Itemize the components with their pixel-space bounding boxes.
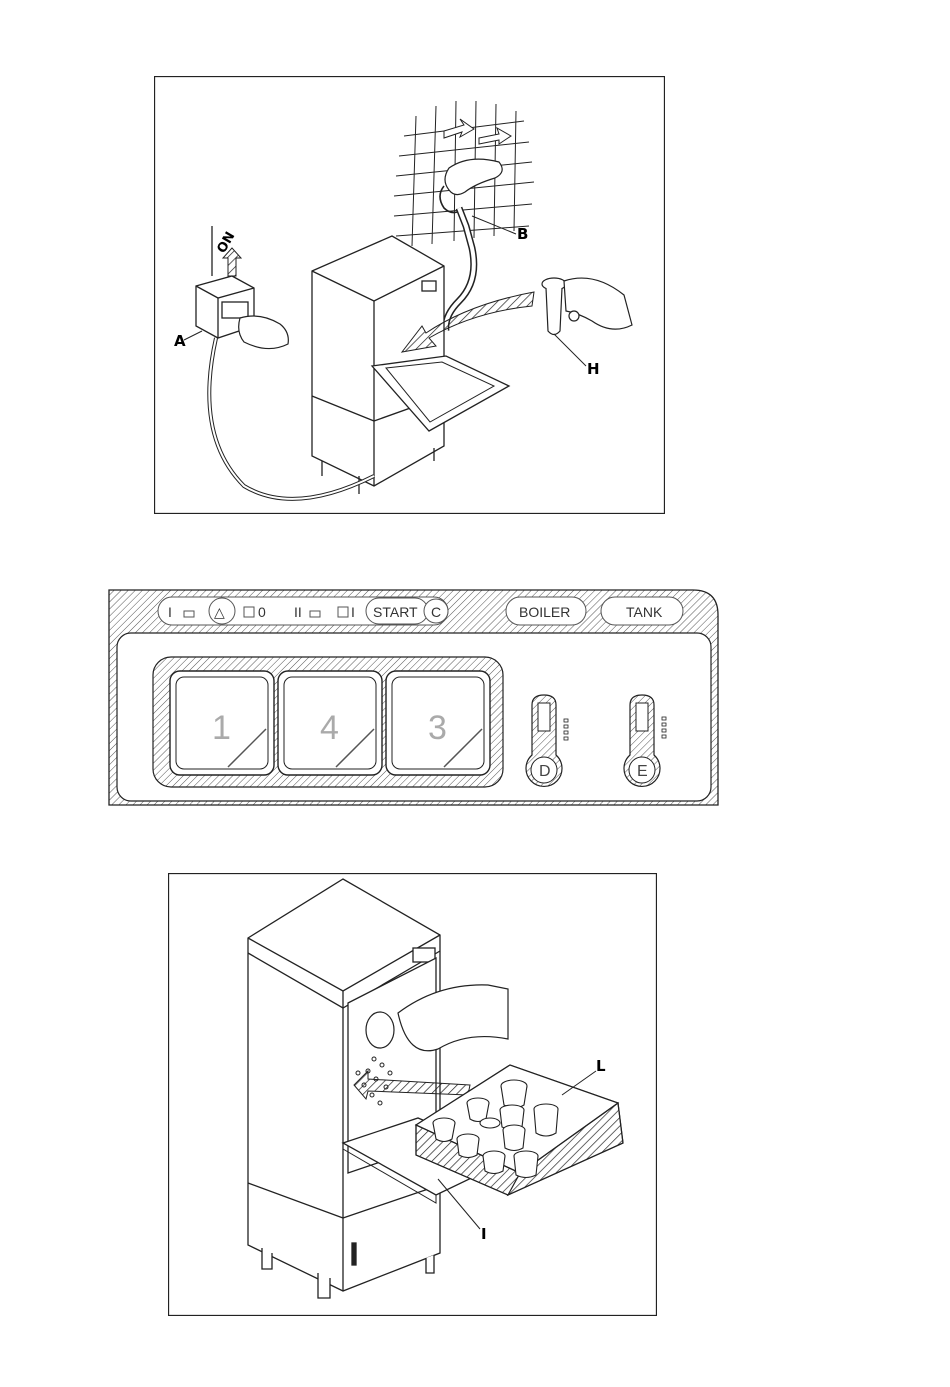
callout-h: H <box>587 360 600 378</box>
cycle-two-label: II <box>294 604 302 620</box>
display-3: 3 <box>386 671 490 775</box>
callout-i: I <box>481 1225 487 1243</box>
control-panel-drawing: I △ 0 II I START C BOILER TANK 1 4 3 <box>108 589 720 807</box>
knob-d-label: D <box>539 763 551 780</box>
tank-label: TANK <box>626 604 663 620</box>
indicator-strip: I △ 0 II I START C <box>158 597 448 625</box>
zero-label: 0 <box>258 604 266 620</box>
c-label: C <box>431 604 441 620</box>
start-label: START <box>373 604 418 620</box>
display-2-digit: 4 <box>320 709 339 747</box>
cycle-two-end-label: I <box>351 604 355 620</box>
boiler-label: BOILER <box>519 604 570 620</box>
warning-icon: △ <box>214 604 225 620</box>
display-1-digit: 1 <box>212 709 231 747</box>
display-1: 1 <box>170 671 274 775</box>
loading-drawing: L I <box>168 873 657 1316</box>
callout-b: B <box>517 225 528 243</box>
display-3-digit: 3 <box>428 709 447 747</box>
installation-drawing: B H ON A <box>154 76 665 514</box>
detergent-cup <box>366 1012 394 1048</box>
callout-a: A <box>174 332 186 350</box>
cycle-one-label: I <box>168 604 172 620</box>
callout-l: L <box>596 1057 606 1075</box>
figure-control-panel: I △ 0 II I START C BOILER TANK 1 4 3 <box>108 589 720 807</box>
knob-e-label: E <box>637 763 648 780</box>
figure-loading: L I <box>168 873 657 1316</box>
figure-installation: B H ON A <box>154 76 665 514</box>
display-2: 4 <box>278 671 382 775</box>
